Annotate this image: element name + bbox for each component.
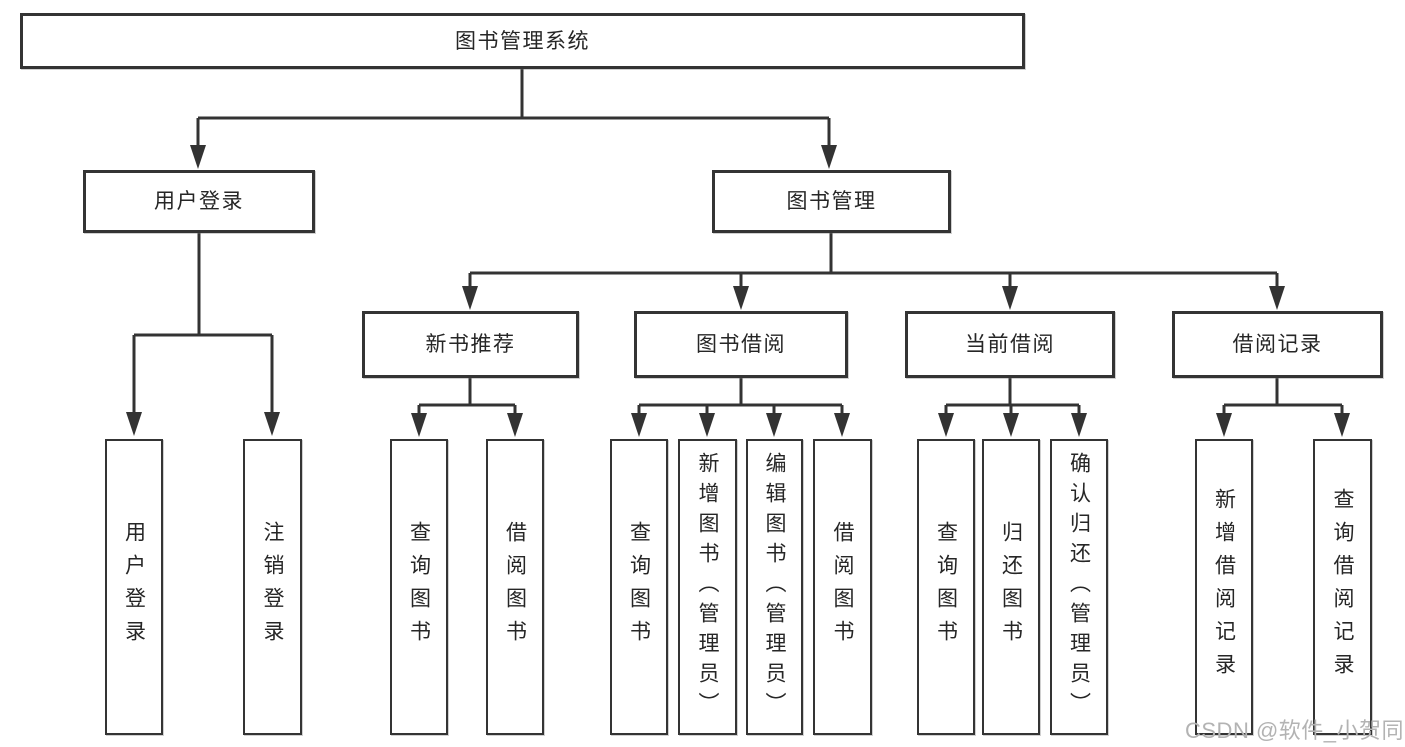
node-book-borrow-label: 图书借阅 bbox=[696, 333, 786, 356]
node-leaf-bb-query-books-label: 查询图书 bbox=[627, 521, 651, 653]
node-leaf-cb-return-books-label: 归还图书 bbox=[999, 521, 1023, 653]
node-leaf-logout: 注销登录 bbox=[243, 439, 302, 735]
node-leaf-br-add-record: 新增借阅记录 bbox=[1195, 439, 1253, 735]
node-current-borrow: 当前借阅 bbox=[905, 311, 1115, 378]
node-leaf-user-login: 用户登录 bbox=[105, 439, 163, 735]
node-leaf-bb-borrow-books-label: 借阅图书 bbox=[831, 521, 854, 653]
node-leaf-cb-confirm-return-label: 确认归还（管理员） bbox=[1067, 452, 1091, 722]
node-leaf-bb-query-books: 查询图书 bbox=[610, 439, 668, 735]
node-new-book-recommend-label: 新书推荐 bbox=[425, 333, 516, 356]
node-new-book-recommend: 新书推荐 bbox=[362, 311, 579, 378]
node-leaf-nb-borrow-books: 借阅图书 bbox=[486, 439, 544, 735]
node-borrow-records: 借阅记录 bbox=[1172, 311, 1383, 378]
csdn-watermark: CSDN @软件_小贺同学 bbox=[1185, 718, 1405, 743]
node-leaf-bb-add-books-label: 新增图书（管理员） bbox=[696, 452, 719, 722]
node-leaf-nb-borrow-books-label: 借阅图书 bbox=[503, 521, 527, 653]
node-leaf-user-login-label: 用户登录 bbox=[122, 521, 146, 653]
node-user-login-label: 用户登录 bbox=[154, 190, 244, 213]
node-leaf-br-query-record: 查询借阅记录 bbox=[1313, 439, 1372, 735]
node-leaf-bb-add-books: 新增图书（管理员） bbox=[678, 439, 737, 735]
node-root-system-label: 图书管理系统 bbox=[455, 29, 590, 53]
node-leaf-br-query-record-label: 查询借阅记录 bbox=[1331, 488, 1354, 686]
node-book-management-label: 图书管理 bbox=[786, 190, 877, 213]
node-root-system: 图书管理系统 bbox=[20, 13, 1025, 69]
node-book-management: 图书管理 bbox=[712, 170, 951, 233]
node-book-borrow: 图书借阅 bbox=[634, 311, 848, 378]
node-current-borrow-label: 当前借阅 bbox=[965, 333, 1055, 356]
node-leaf-cb-query-books-label: 查询图书 bbox=[934, 521, 958, 653]
node-leaf-bb-edit-books: 编辑图书（管理员） bbox=[746, 439, 803, 735]
node-leaf-cb-query-books: 查询图书 bbox=[917, 439, 975, 735]
node-leaf-bb-edit-books-label: 编辑图书（管理员） bbox=[763, 452, 786, 722]
node-leaf-logout-label: 注销登录 bbox=[261, 521, 284, 653]
node-leaf-bb-borrow-books: 借阅图书 bbox=[813, 439, 872, 735]
node-leaf-nb-query-books-label: 查询图书 bbox=[407, 521, 431, 653]
node-user-login: 用户登录 bbox=[83, 170, 315, 233]
node-borrow-records-label: 借阅记录 bbox=[1232, 333, 1323, 356]
node-leaf-cb-confirm-return: 确认归还（管理员） bbox=[1050, 439, 1108, 735]
node-leaf-br-add-record-label: 新增借阅记录 bbox=[1212, 488, 1236, 686]
node-leaf-cb-return-books: 归还图书 bbox=[982, 439, 1040, 735]
node-leaf-nb-query-books: 查询图书 bbox=[390, 439, 448, 735]
